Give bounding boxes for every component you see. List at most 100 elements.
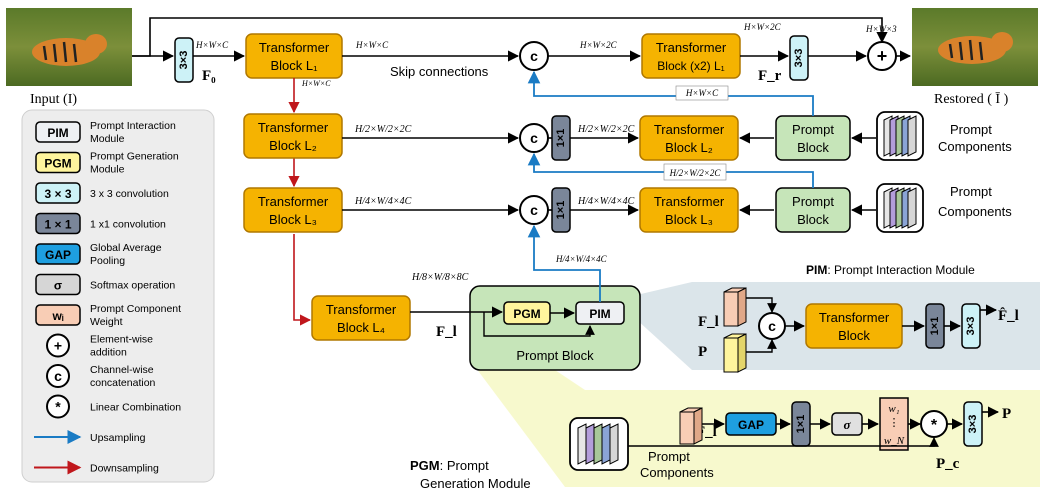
concat-l2-label: c xyxy=(530,130,538,146)
pb2-line2: Block xyxy=(797,140,829,155)
legend-badge: * xyxy=(55,399,61,415)
legend-text: Prompt Interaction xyxy=(90,120,176,132)
legend-badge: PGM xyxy=(44,157,71,171)
pc-label-l2-2: Components xyxy=(938,139,1012,154)
p-label-pgm: P xyxy=(1002,406,1011,422)
tb3-line1: Transformer xyxy=(258,194,329,209)
pgm-title-2: Generation Module xyxy=(420,476,531,491)
softmax-label: σ xyxy=(843,417,851,432)
conv1-pgm-label: 1×1 xyxy=(795,415,807,434)
tb1-line1: Transformer xyxy=(259,40,330,55)
linear-combination-label: * xyxy=(931,417,938,434)
p-tensor-pim xyxy=(723,333,747,373)
dim-l2: H/2×W/2×2C xyxy=(354,124,412,135)
legend-text: Pooling xyxy=(90,255,125,267)
legend-item: Upsampling xyxy=(34,430,146,444)
dim-hw2c-1: H×W×2C xyxy=(579,40,618,50)
add-node-label: + xyxy=(877,46,888,66)
dim-hw2c-2: H×W×2C xyxy=(743,22,782,32)
f0-label: F₀ xyxy=(202,68,216,84)
fl-label-main: F_l xyxy=(436,324,457,340)
pb3-line1: Prompt xyxy=(792,194,834,209)
legend-symbol xyxy=(35,243,81,265)
transformer-block-l2 xyxy=(243,113,343,159)
upsample-l2 xyxy=(527,70,814,116)
input-image xyxy=(6,8,132,86)
legend-text: Linear Combination xyxy=(90,402,181,414)
conv1-l3-label: 1×1 xyxy=(555,201,567,220)
legend-text: Downsampling xyxy=(90,463,159,475)
tb4-line1: Transformer xyxy=(326,302,397,317)
legend-text: 1 x1 convolution xyxy=(90,219,166,231)
legend-symbol xyxy=(46,364,70,388)
tbd3-line1: Transformer xyxy=(654,194,725,209)
legend-badge: GAP xyxy=(45,248,71,262)
legend-item: Downsampling xyxy=(34,460,159,475)
tbd3-line2: Block L₃ xyxy=(665,212,713,227)
prompt-components-icon-l3 xyxy=(876,183,924,233)
legend-text: Weight xyxy=(90,316,123,328)
legend-symbol xyxy=(46,333,70,358)
conv3-input-label: 3×3 xyxy=(178,51,190,70)
legend-symbol xyxy=(35,212,81,235)
pc-label-l3-1: Prompt xyxy=(950,184,992,199)
transformer-block-dec-l3 xyxy=(639,187,739,233)
legend-badge: c xyxy=(54,368,62,384)
legend-text: Softmax operation xyxy=(90,280,175,292)
prompt-components-icon-pgm xyxy=(569,417,629,471)
gap-box-label: GAP xyxy=(738,418,764,432)
tbpim-line1: Transformer xyxy=(819,310,890,325)
fr-label: F_r xyxy=(758,68,782,84)
dim-l2-b: H/2×W/2×2C xyxy=(577,124,635,135)
tb1-line2: Block L₁ xyxy=(270,58,318,73)
pim-title: PIM: Prompt Interaction Module xyxy=(806,263,975,277)
legend-text: Upsampling xyxy=(90,432,146,444)
dim-hwc-2: H×W×C xyxy=(355,40,389,50)
conv3-pim xyxy=(961,303,981,349)
conv3-input xyxy=(174,37,194,83)
transformer-block-dec-l2 xyxy=(639,115,739,161)
pc-label: P_c xyxy=(936,456,960,472)
legend-badge: wᵢ xyxy=(51,309,63,323)
tbr-line1: Transformer xyxy=(656,40,727,55)
restored-image xyxy=(912,8,1038,86)
legend-text: Prompt Component xyxy=(90,303,181,315)
dim-l3-c: H/4×W/4×4C xyxy=(555,254,608,264)
dim-hwc-3: H×W×C xyxy=(301,79,331,88)
legend-badge: σ xyxy=(54,279,62,293)
dim-l4: H/8×W/8×8C xyxy=(411,272,469,283)
tbd2-line1: Transformer xyxy=(654,122,725,137)
legend-symbol xyxy=(35,273,81,296)
legend-item: * Linear Combination xyxy=(46,394,181,419)
legend-text: 3 x 3 convolution xyxy=(90,188,169,200)
pim-box-label: PIM xyxy=(589,307,610,321)
legend-badge: PIM xyxy=(47,126,68,140)
pb3-line2: Block xyxy=(797,212,829,227)
conv1-l2-label: 1×1 xyxy=(555,129,567,148)
dim-l2-c: H/2×W/2×2C xyxy=(669,168,722,178)
tbd2-line2: Block L₂ xyxy=(665,140,713,155)
pc-label-l2-1: Prompt xyxy=(950,122,992,137)
pc-label-pgm-1: Prompt xyxy=(648,449,690,464)
legend-symbol xyxy=(46,394,70,419)
pgm-box-label: PGM xyxy=(513,307,540,321)
concat-l1-label: c xyxy=(530,48,538,64)
legend-badge: + xyxy=(54,338,62,354)
prompt-block-main-label: Prompt Block xyxy=(516,348,594,363)
legend-text: Prompt Generation xyxy=(90,151,179,163)
legend-symbol xyxy=(35,121,81,143)
concat-l3-label: c xyxy=(530,202,538,218)
legend-badge: 3 × 3 xyxy=(44,187,71,201)
legend-text: Module xyxy=(90,164,125,176)
pgm-title-1: PGM: Prompt xyxy=(410,458,489,473)
conv3-pgm xyxy=(963,401,983,447)
transformer-block-l4 xyxy=(311,295,411,341)
weight-dots: ⋮ xyxy=(889,417,900,429)
legend-symbol xyxy=(35,182,81,204)
dim-l3-b: H/4×W/4×4C xyxy=(577,196,635,207)
